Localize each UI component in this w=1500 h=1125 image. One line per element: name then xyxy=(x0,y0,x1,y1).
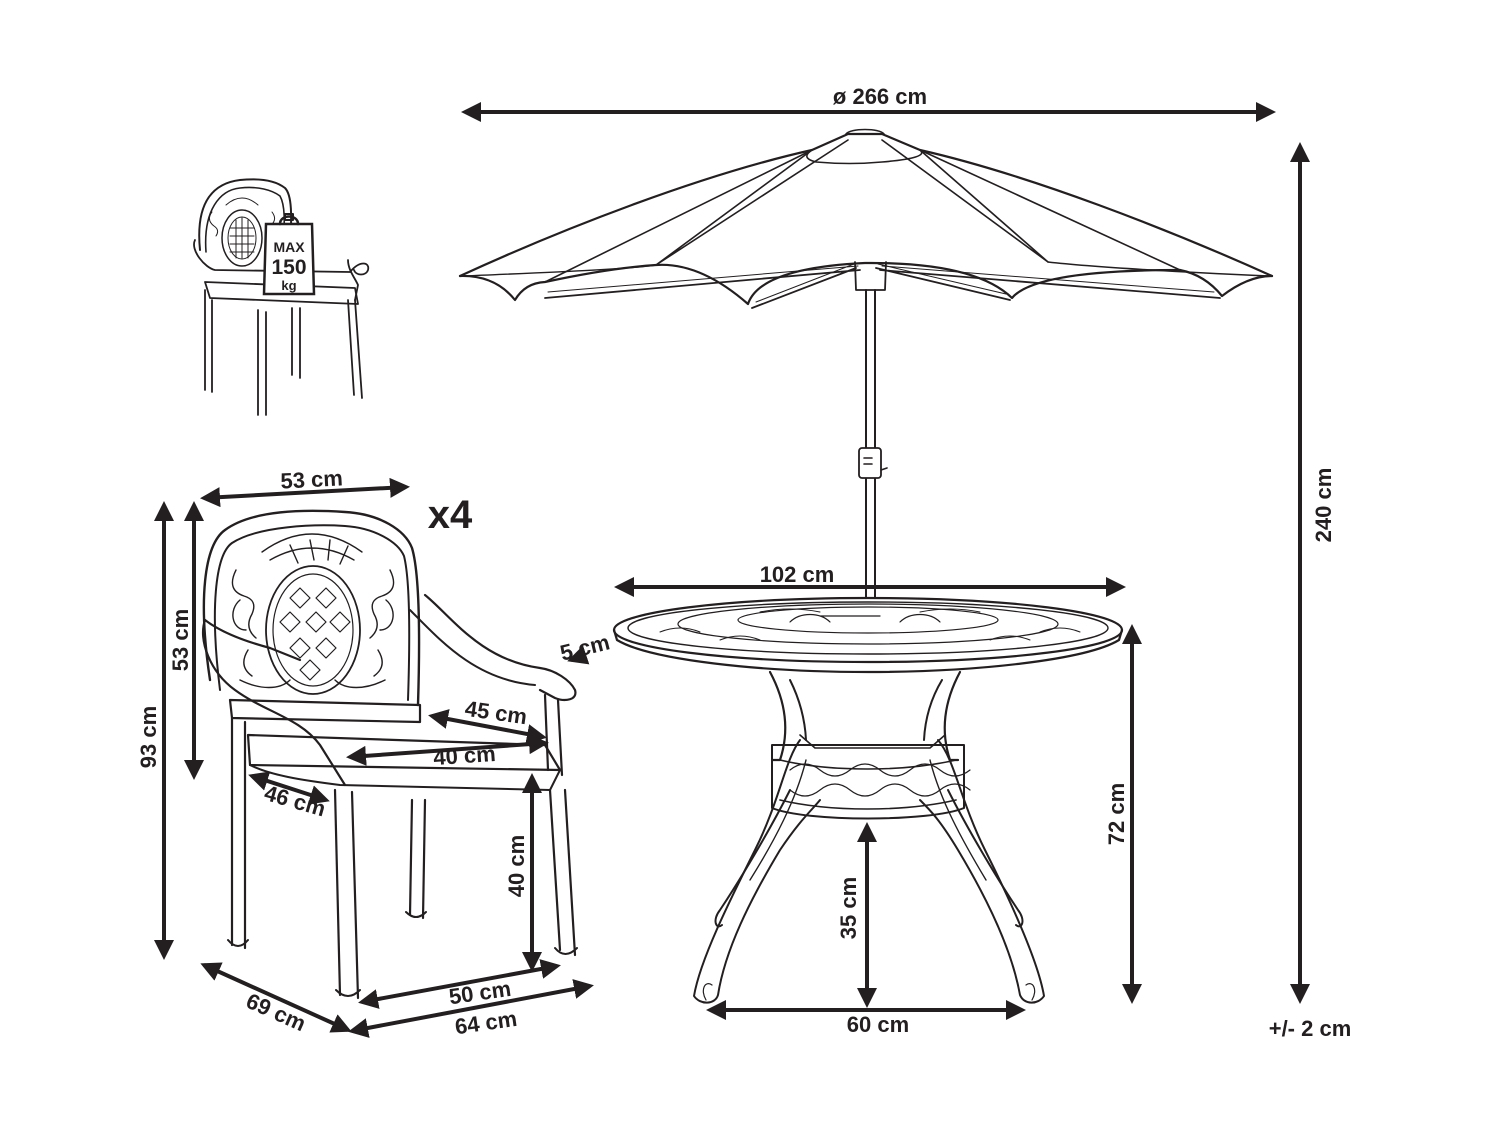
chair-back-height-label: 53 cm xyxy=(168,609,193,671)
table-top-thickness-dim xyxy=(567,645,590,665)
table-base xyxy=(693,670,1045,1004)
chair-depth-label: 69 cm xyxy=(242,988,309,1036)
chair-seat-width-label: 40 cm xyxy=(432,741,496,770)
tolerance-label: +/- 2 cm xyxy=(1269,1016,1352,1041)
table-diameter-label: 102 cm xyxy=(760,562,835,587)
chair-quantity-label: x4 xyxy=(428,493,473,537)
table-clearance-label: 35 cm xyxy=(836,877,861,939)
chair-depth-dim xyxy=(200,962,352,1033)
max-load-line1: MAX xyxy=(273,239,305,255)
chair-thumbnail xyxy=(193,178,370,416)
chair-top-width-dim xyxy=(200,477,410,508)
table-base-width-label: 60 cm xyxy=(847,1012,909,1037)
chair-seat-side-label: 46 cm xyxy=(262,780,329,821)
max-load-unit: kg xyxy=(281,278,296,293)
chair-total-height-label: 93 cm xyxy=(136,706,161,768)
umbrella xyxy=(458,128,1274,621)
table-top-thickness-label: 5 cm xyxy=(558,629,613,665)
max-load-icon: MAX 150 kg xyxy=(262,213,316,296)
umbrella-diameter-label: ø 266 cm xyxy=(833,84,927,109)
chair-seat-side-dim xyxy=(248,771,330,805)
chair-seat-width-dim xyxy=(346,734,549,766)
chair-width-dim xyxy=(348,979,594,1038)
chair-back-ornament xyxy=(231,533,395,695)
chair-seat-depth-dim xyxy=(428,709,547,744)
dimension-lines xyxy=(154,102,1310,1038)
umbrella-ribs xyxy=(544,263,1221,309)
table xyxy=(612,596,1124,1004)
max-load-value: 150 xyxy=(271,256,306,279)
umbrella-height-label: 240 cm xyxy=(1311,468,1336,543)
thumbnail-back-ornament xyxy=(208,197,276,267)
dimension-labels: ø 266 cm 240 cm +/- 2 cm 102 cm 5 cm 72 … xyxy=(136,84,1351,1041)
chair-seat-height-label: 40 cm xyxy=(504,835,529,897)
chair-top-width-label: 53 cm xyxy=(280,465,344,493)
table-height-label: 72 cm xyxy=(1104,783,1129,845)
